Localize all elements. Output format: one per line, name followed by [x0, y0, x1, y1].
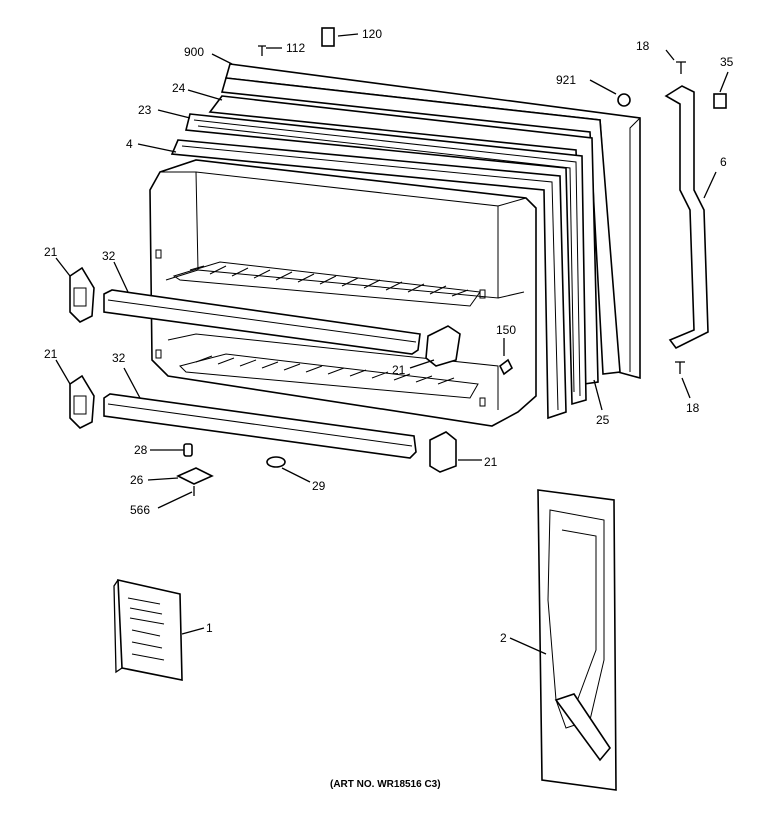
- label-32-upper: 32: [102, 249, 116, 263]
- door-stop-921: [617, 93, 631, 107]
- label-18-bottom: 18: [686, 401, 700, 415]
- part-150: [498, 358, 514, 376]
- label-28: 28: [134, 443, 148, 457]
- bar-end-cap-right-upper: [425, 325, 461, 367]
- label-900: 900: [184, 45, 204, 59]
- screw-112: [258, 45, 266, 56]
- label-21-right: 21: [484, 455, 498, 469]
- art-number-caption: (ART NO. WR18516 C3): [330, 779, 441, 790]
- label-18-top: 18: [636, 39, 650, 53]
- label-2: 2: [500, 631, 507, 645]
- bar-end-cap-right-lower: [429, 431, 457, 473]
- label-35: 35: [720, 55, 734, 69]
- label-1: 1: [206, 621, 213, 635]
- screw-18-bottom: [675, 361, 685, 374]
- label-23: 23: [138, 103, 152, 117]
- door-bar-lower: [103, 393, 417, 459]
- label-26: 26: [130, 473, 144, 487]
- label-29: 29: [312, 479, 326, 493]
- handle-6: [664, 85, 709, 350]
- owners-manual: [113, 578, 183, 681]
- part-28: [183, 443, 193, 457]
- door-liner: [149, 159, 537, 427]
- cover-120: [321, 27, 335, 47]
- part-26: [176, 467, 214, 485]
- part-29: [266, 456, 286, 468]
- label-112: 112: [286, 41, 305, 55]
- cap-35: [713, 93, 727, 109]
- label-566: 566: [130, 503, 150, 517]
- leader-lines: [55, 33, 729, 655]
- door-gasket: [170, 95, 599, 420]
- bar-end-cap-left-lower: [69, 374, 95, 429]
- label-120: 120: [362, 27, 382, 41]
- label-32-lower: 32: [112, 351, 126, 365]
- label-150: 150: [496, 323, 516, 337]
- label-21-left-upper: 21: [44, 245, 58, 259]
- label-4: 4: [126, 137, 133, 151]
- label-6: 6: [720, 155, 727, 169]
- door-bar-upper: [103, 289, 421, 355]
- label-21-mid: 21: [392, 363, 406, 377]
- label-24: 24: [172, 81, 186, 95]
- screw-18-top: [676, 61, 686, 74]
- bar-end-cap-left-upper: [69, 266, 95, 323]
- label-25: 25: [596, 413, 610, 427]
- label-21-left-lower: 21: [44, 347, 58, 361]
- door-outer-panel: [220, 63, 641, 380]
- door-inner-panel: [537, 489, 617, 791]
- part-labels: 900 112 120 18 35 921 24 23 4 6 21 32 21…: [44, 27, 734, 645]
- label-921: 921: [556, 73, 576, 87]
